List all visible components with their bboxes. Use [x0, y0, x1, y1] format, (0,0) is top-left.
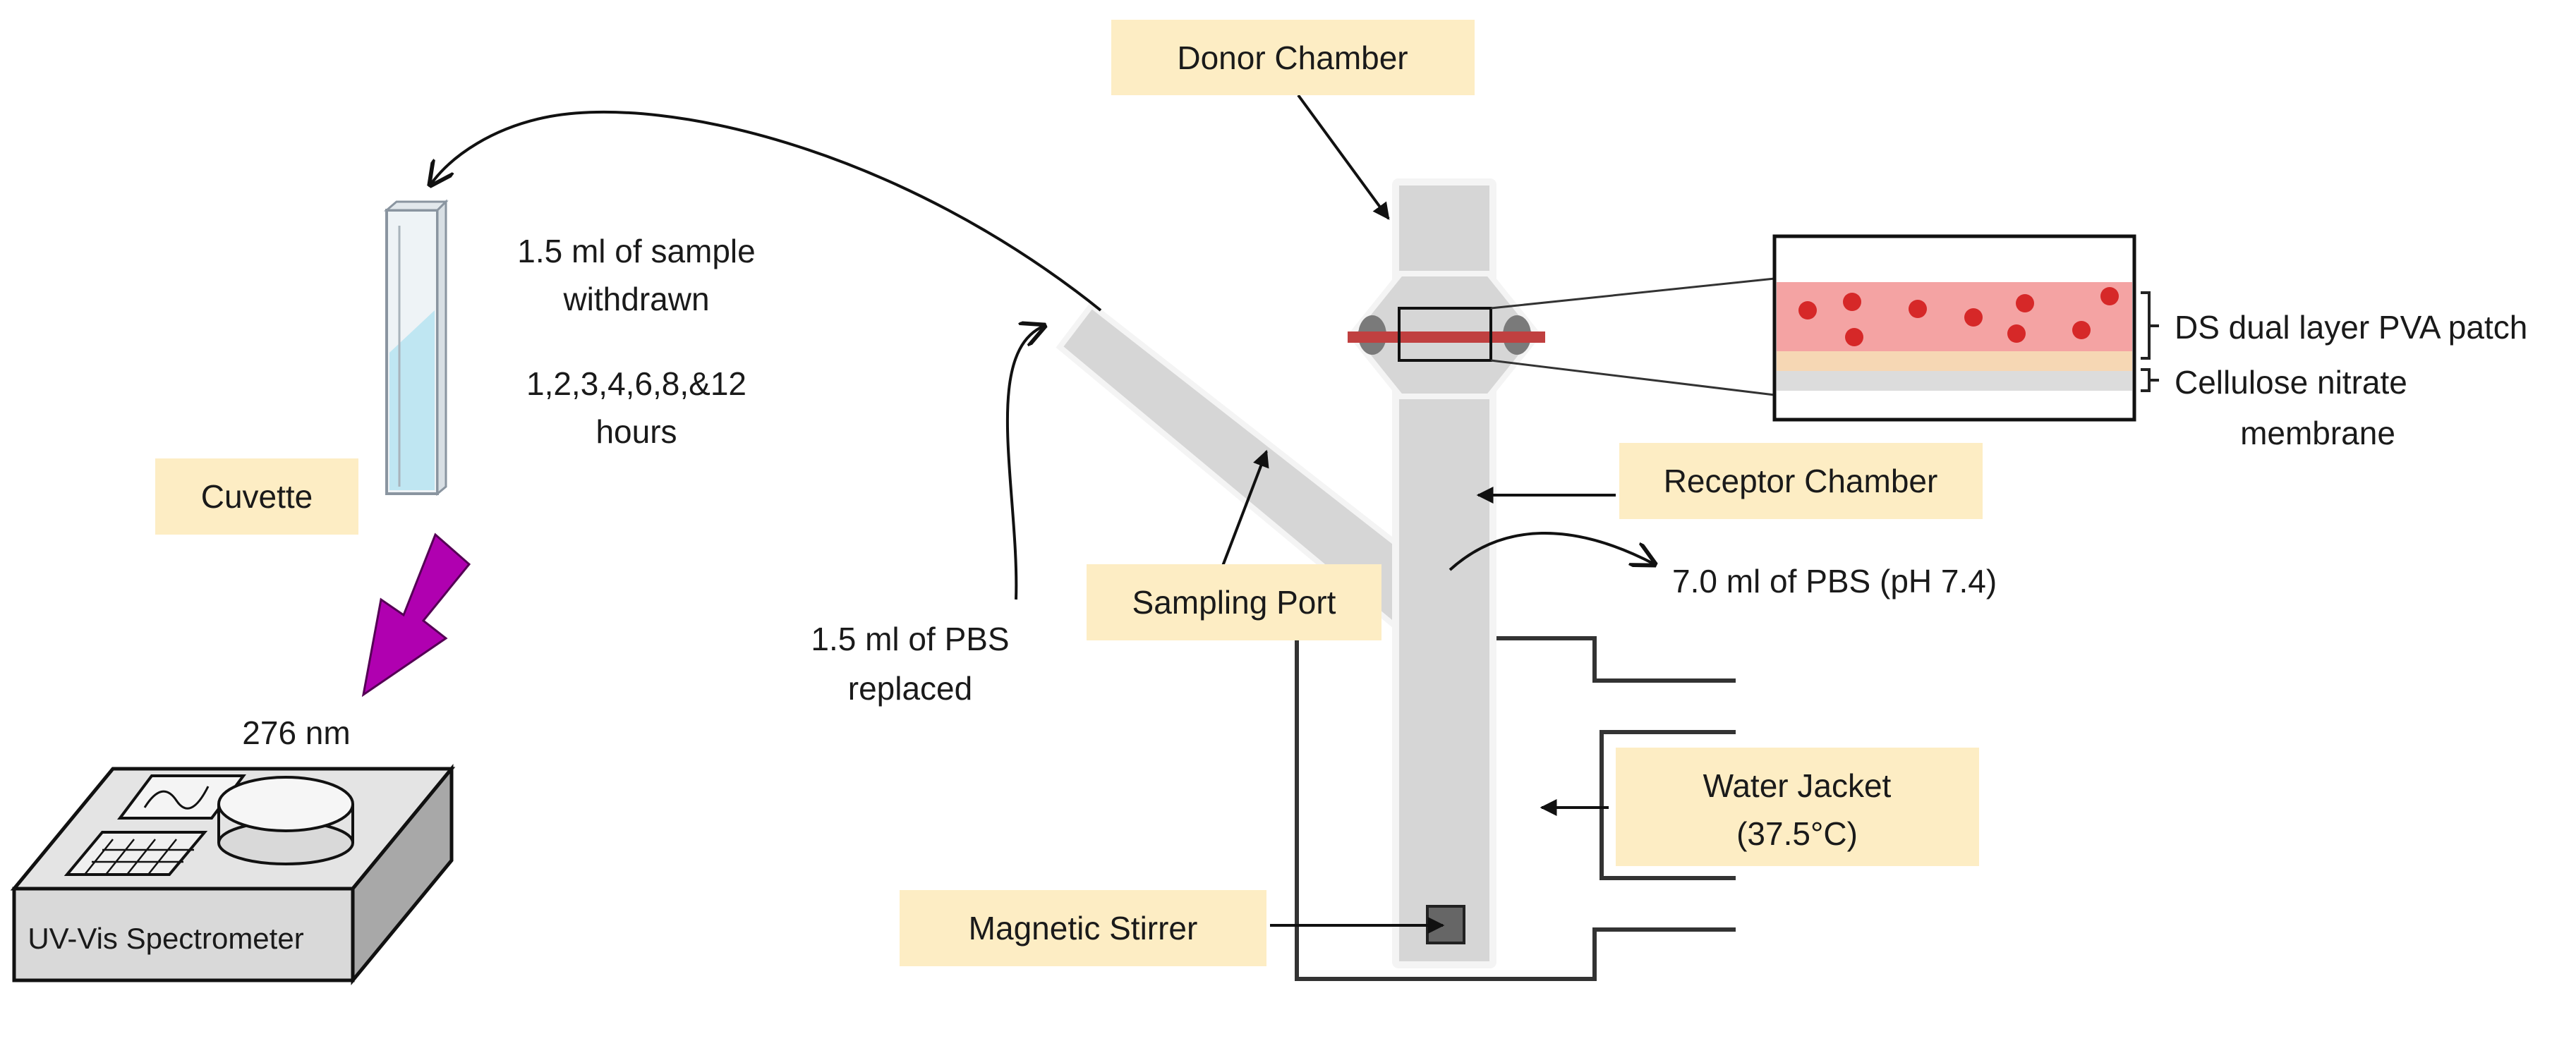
pbs-volume-arrow	[1449, 531, 1655, 571]
membrane-bracket	[2141, 368, 2159, 392]
water-jacket-box	[1616, 748, 1979, 866]
transfer-arrow	[430, 110, 1102, 312]
pbs-replaced-line2: replaced	[848, 670, 972, 707]
sample-withdrawn-line2: withdrawn	[562, 281, 709, 317]
cuvette-label: Cuvette	[201, 478, 313, 515]
water-jacket-line1: Water Jacket	[1703, 767, 1892, 804]
magnetic-stirrer-box	[900, 890, 1266, 966]
sampling-port-pointer	[1219, 449, 1269, 572]
zoom-region	[1398, 307, 1492, 362]
spectrometer-icon	[10, 764, 456, 985]
membrane-base	[1777, 371, 2132, 391]
sampling-port-box	[1087, 564, 1381, 640]
magenta-arrow-icon	[361, 532, 471, 698]
water-jacket-line2: (37.5°C)	[1736, 815, 1858, 852]
drug-dots	[1798, 287, 2119, 346]
cuvette-icon	[383, 199, 449, 497]
patch-bracket	[2141, 291, 2159, 360]
franz-cell	[1056, 178, 1545, 968]
pbs-volume-label: 7.0 ml of PBS (pH 7.4)	[1672, 563, 1997, 599]
spectrometer-label: UV-Vis Spectrometer	[28, 922, 303, 955]
donor-chamber-box	[1111, 20, 1475, 95]
magnetic-stirrer-label: Magnetic Stirrer	[969, 910, 1198, 946]
membrane-line1: Cellulose nitrate	[2175, 364, 2407, 401]
patch-line	[1348, 331, 1545, 343]
donor-pointer	[1297, 94, 1390, 220]
pbs-replaced-arrow	[1005, 326, 1044, 600]
wavelength-label: 276 nm	[242, 714, 350, 751]
patch-inset	[1772, 234, 2136, 422]
cuvette-box	[155, 458, 358, 535]
sampling-times-line2: hours	[595, 413, 677, 450]
receptor-chamber-box	[1619, 443, 1983, 519]
membrane-layer	[1777, 351, 2132, 371]
pbs-replaced-line1: 1.5 ml of PBS	[811, 621, 1009, 657]
donor-chamber-label: Donor Chamber	[1177, 39, 1408, 76]
sample-withdrawn-line1: 1.5 ml of sample	[517, 233, 755, 269]
sampling-times-line1: 1,2,3,4,6,8,&12	[526, 365, 746, 402]
patch-layer	[1777, 282, 2132, 351]
zoom-line-bottom	[1490, 359, 1775, 396]
zoom-line-top	[1490, 277, 1775, 310]
sampling-port-label: Sampling Port	[1132, 584, 1336, 621]
water-jacket	[1295, 636, 1736, 981]
receptor-chamber-label: Receptor Chamber	[1664, 463, 1938, 499]
membrane-line2: membrane	[2240, 415, 2395, 451]
patch-label: DS dual layer PVA patch	[2175, 309, 2527, 346]
